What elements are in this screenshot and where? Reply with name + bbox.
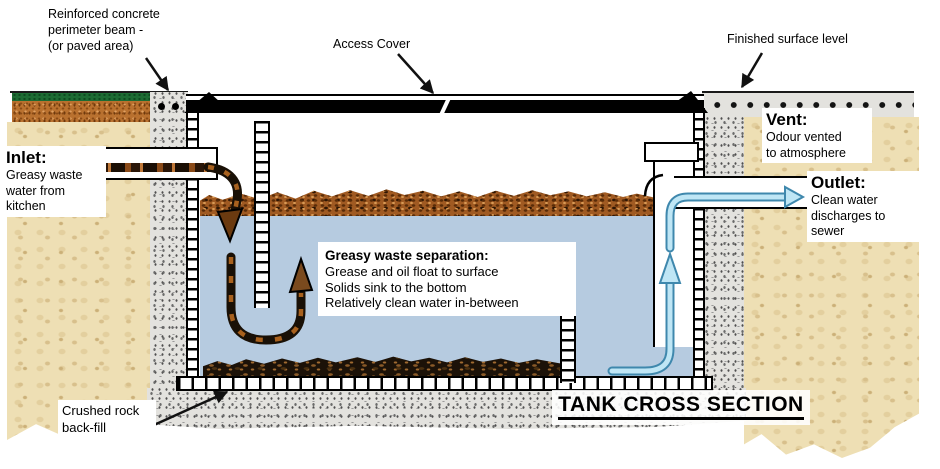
label-outlet: Outlet: Clean water discharges to sewer (807, 171, 919, 242)
diagram-title-text: TANK CROSS SECTION (558, 393, 804, 420)
flow-arrowhead-outlet (784, 185, 806, 209)
flow-arrow-recirculation (226, 252, 306, 345)
label-inlet: Inlet: Greasy waste water from kitchen (2, 146, 106, 217)
label-line: Relatively clean water in-between (325, 295, 519, 310)
label-line: perimeter beam - (48, 23, 144, 37)
inlet-greasy-stream (79, 163, 212, 172)
label-arrow-finished-surface (740, 52, 764, 89)
topsoil-layer (12, 101, 152, 122)
label-line: Crushed rock (62, 403, 140, 418)
label-line: Clean water (811, 193, 878, 207)
crushed-rock-right (702, 117, 744, 392)
concrete-slab-right (702, 93, 914, 117)
surface-line-left (10, 91, 188, 93)
flow-arrow-clean-up-outline (607, 277, 675, 376)
cover-corner-right (676, 91, 708, 113)
label-access-cover: Access Cover (333, 37, 411, 51)
label-arrow-backfill (153, 390, 229, 427)
label-separation: Greasy waste separation: Grease and oil … (318, 242, 576, 316)
label-line: Reinforced concrete (48, 7, 160, 21)
inlet-baffle (254, 121, 270, 308)
tank-floor (176, 376, 713, 391)
vent-pipe-cap (644, 142, 699, 162)
label-arrow-access-cover (397, 53, 434, 95)
rebar-dot (158, 103, 165, 110)
label-finished-surface: Finished surface level (727, 32, 848, 46)
label-vent: Vent: Odour vented to atmosphere (762, 108, 872, 163)
label-line: Solids sink to the bottom (325, 279, 467, 295)
pipe-fillet (643, 173, 664, 197)
flow-arrowhead-up (288, 255, 314, 294)
outlet-baffle (560, 309, 576, 383)
label-line: (or paved area) (48, 39, 134, 53)
flow-arrowhead-clean-up (658, 250, 682, 284)
flow-arrow-outlet-outline (665, 192, 790, 253)
surface-line-right (702, 91, 914, 93)
inlet-title: Inlet: (6, 148, 47, 167)
concrete-perimeter-beam (150, 92, 188, 146)
label-line: back-fill (62, 420, 107, 435)
label-line: discharges to (811, 208, 886, 223)
flow-arrowhead-down (216, 207, 244, 244)
flow-arrow-inlet (203, 162, 243, 216)
label-perimeter-beam: Reinforced concrete perimeter beam - (or… (48, 6, 160, 54)
label-arrow-perimeter-beam (144, 57, 170, 92)
label-line: Odour vented (766, 130, 842, 144)
separation-title: Greasy waste separation: (325, 248, 489, 263)
label-line: to atmosphere (766, 145, 846, 160)
label-line: kitchen (6, 199, 46, 213)
label-backfill: Crushed rock back-fill (58, 400, 156, 438)
diagram-title: TANK CROSS SECTION (552, 390, 810, 425)
vent-title: Vent: (766, 110, 808, 129)
flow-arrow-clean-up (609, 279, 673, 374)
label-line: Grease and oil float to surface (325, 264, 499, 279)
label-line: sewer (811, 224, 845, 238)
sludge-layer (203, 356, 562, 378)
cover-corner-left (184, 92, 220, 113)
flow-arrow-outlet (667, 194, 788, 251)
grass-layer (12, 93, 152, 101)
rebar-dot (172, 103, 179, 110)
cover-top-strip (186, 94, 704, 102)
outlet-title: Outlet: (811, 173, 866, 192)
label-line: Greasy waste (6, 168, 83, 182)
flow-arrow-recirculation-texture (228, 257, 304, 343)
crushed-rock-left (150, 146, 188, 392)
label-line: water from (6, 183, 66, 198)
